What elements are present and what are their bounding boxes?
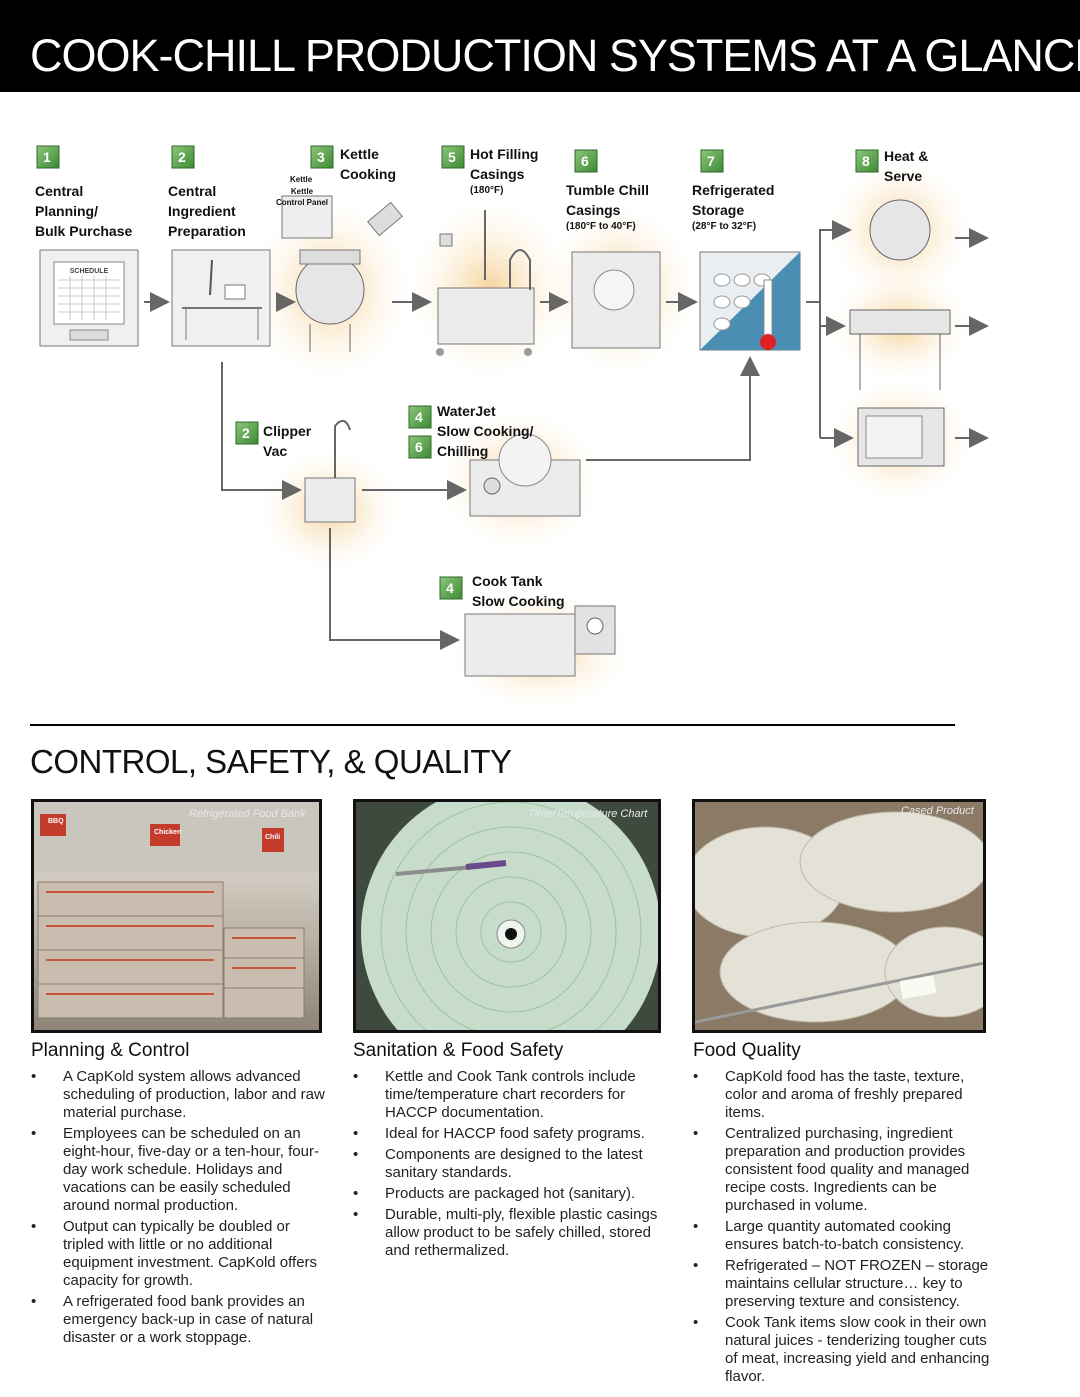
column-food-quality: Food Quality •CapKold food has the taste… [693,1040,993,1389]
section-title: CONTROL, SAFETY, & QUALITY [30,743,512,780]
computer-icon [39,249,139,347]
list-item: •CapKold food has the taste, texture, co… [693,1068,965,1121]
bullet-text: Employees can be scheduled on an eight-h… [63,1125,319,1214]
process-diagram: SCHEDULE [0,130,1080,710]
kettle-icon [281,195,403,352]
step-8-number: 8 [862,153,870,169]
waterjet-number-1: 4 [415,409,423,425]
list-item: •Large quantity automated cooking ensure… [693,1218,965,1253]
step-6-number: 6 [581,153,589,169]
chart-recorder-dial [361,802,658,1030]
prep-table-icon [171,249,271,347]
step-6-label: Tumble Chill Casings [566,182,649,218]
list-item: •Centralized purchasing, ingredient prep… [693,1125,970,1214]
heat-serve-icons [849,199,951,467]
list-item: •Employees can be scheduled on an eight-… [31,1125,319,1214]
bullet-text: CapKold food has the taste, texture, col… [725,1068,965,1121]
list-item: •Products are packaged hot (sanitary). [353,1185,636,1202]
kettle-control-panel-label: Kettle Control Panel [276,187,329,207]
kettle-sublabel: Kettle [290,175,313,184]
column-title-sanitation: Sanitation & Food Safety [353,1040,564,1061]
list-item: •A refrigerated food bank provides an em… [31,1293,314,1346]
column-title-quality: Food Quality [693,1040,801,1061]
tumble-chiller-icon [571,251,661,349]
bullet-text: Refrigerated – NOT FROZEN – storage main… [725,1257,989,1310]
list-item: •Output can typically be doubled or trip… [31,1218,318,1289]
bullet-text: Output can typically be doubled or tripl… [63,1218,318,1289]
step-5-temp: (180°F) [470,185,504,196]
step-2-number: 2 [178,149,186,165]
title-banner: COOK-CHILL PRODUCTION SYSTEMS AT A GLANC… [0,0,1080,92]
step-badges [36,145,879,600]
list-item: •Durable, multi-ply, flexible plastic ca… [353,1206,658,1259]
bullet-text: Centralized purchasing, ingredient prepa… [725,1125,970,1214]
step-1-label: Central Planning/ Bulk Purchase [35,183,133,239]
step-8-label: Heat & Serve [884,148,929,184]
step-6-temp: (180°F to 40°F) [566,221,636,232]
step-3-label: Kettle Cooking [340,146,396,182]
waterjet-label: WaterJet Slow Cooking/ Chilling [437,403,534,459]
bullet-text: Kettle and Cook Tank controls include ti… [385,1068,636,1121]
clipper-vac-label: Clipper Vac [263,423,312,459]
clipper-number: 2 [242,425,250,441]
cold-storage-icon [699,251,801,351]
step-1-number: 1 [43,149,51,165]
step-5-number: 5 [448,149,456,165]
list-item: •Components are designed to the latest s… [353,1146,643,1181]
step-2-label: Central Ingredient Preparation [168,183,246,239]
list-item: •A CapKold system allows advanced schedu… [31,1068,325,1121]
list-item: •Kettle and Cook Tank controls include t… [353,1068,636,1121]
waterjet-icon [469,433,581,517]
schedule-text: SCHEDULE [70,268,109,275]
column-title-planning: Planning & Control [31,1040,190,1061]
bullet-text: A refrigerated food bank provides an eme… [63,1293,314,1346]
photo-caption-cased: Cased Product [901,805,974,817]
food-bank-crates [34,802,319,1019]
bullet-text: Durable, multi-ply, flexible plastic cas… [385,1206,658,1259]
bullet-text: A CapKold system allows advanced schedul… [63,1068,325,1121]
flow-graphic: SCHEDULE [36,145,989,710]
page-title: COOK-CHILL PRODUCTION SYSTEMS AT A GLANC… [30,30,1080,81]
step-7-temp: (28°F to 32°F) [692,221,757,232]
cased-product-bags [695,802,983,1030]
step-7-label: Refrigerated Storage [692,182,775,218]
waterjet-number-2: 6 [415,439,423,455]
bullet-text: Cook Tank items slow cook in their own n… [725,1314,990,1385]
bullet-text: Ideal for HACCP food safety programs. [385,1125,645,1142]
flow-arrows [144,220,989,650]
photo-caption-food-bank: Refrigerated Food Bank [189,808,306,820]
cook-tank-icon [464,605,616,677]
bullet-text: Components are designed to the latest sa… [385,1146,643,1181]
photo-cased-product: Cased Product [692,799,986,1033]
sign-chili: Chili [265,834,281,841]
clipper-vac-icon [304,419,356,523]
step-5-label: Hot Filling Casings [470,146,539,182]
photo-time-temperature-chart: Time/Temperature Chart [353,799,661,1033]
list-item: •Cook Tank items slow cook in their own … [693,1314,990,1385]
photo-caption-chart: Time/Temperature Chart [528,808,648,820]
sign-chicken: Chicken [154,829,182,836]
filler-icon [436,210,535,356]
step-7-number: 7 [707,153,715,169]
cooktank-label: Cook Tank Slow Cooking [472,573,565,609]
sign-bbq: BBQ [48,818,64,825]
column-planning-control: Planning & Control •A CapKold system all… [31,1040,331,1350]
cooktank-number: 4 [446,580,454,596]
list-item: •Refrigerated – NOT FROZEN – storage mai… [693,1257,989,1310]
step-3-number: 3 [317,149,325,165]
list-item: •Ideal for HACCP food safety programs. [353,1125,645,1142]
bullet-text: Large quantity automated cooking ensures… [725,1218,965,1253]
section-divider [30,724,955,726]
column-sanitation-safety: Sanitation & Food Safety •Kettle and Coo… [353,1040,663,1263]
bullet-text: Products are packaged hot (sanitary). [385,1185,636,1202]
photo-refrigerated-food-bank: BBQ Chicken Chili Refrigerated Food Bank [31,799,322,1033]
